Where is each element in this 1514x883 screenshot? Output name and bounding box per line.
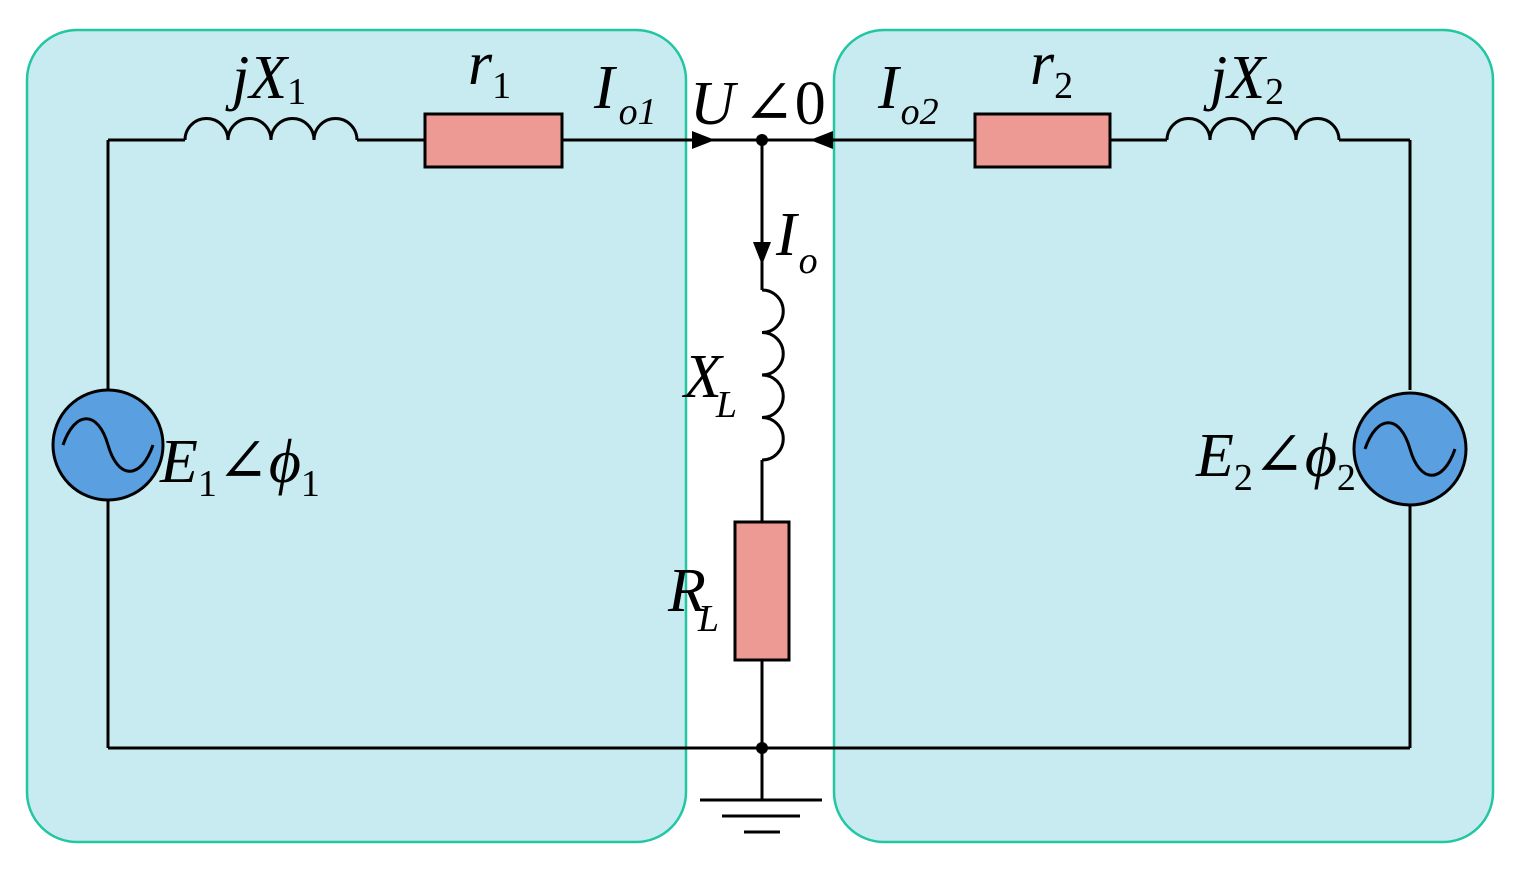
arrow-io2-icon xyxy=(810,131,833,149)
label-io2: Io2 xyxy=(877,54,939,133)
label-e1: E1∠ϕ1 xyxy=(159,428,320,505)
ground-icon xyxy=(700,798,822,834)
node-bottom xyxy=(756,742,768,754)
label-r2: r2 xyxy=(1030,30,1073,107)
inductor-jx2-icon xyxy=(1165,117,1341,141)
left-source-panel xyxy=(25,28,688,844)
label-e2: E2∠ϕ2 xyxy=(1195,422,1356,499)
label-jx2: jX2 xyxy=(1203,44,1284,113)
right-loop-wires xyxy=(762,138,1412,750)
inductor-jx1-icon xyxy=(183,117,359,141)
label-jx1: jX1 xyxy=(225,44,306,113)
label-rl: RL xyxy=(667,557,719,640)
resistor-rl-icon xyxy=(733,520,791,662)
resistor-r2-icon xyxy=(973,112,1112,169)
arrow-io-icon xyxy=(753,242,771,265)
label-xl: XL xyxy=(681,343,737,426)
left-loop-wires xyxy=(106,138,762,750)
resistor-r1-icon xyxy=(423,112,564,169)
label-r1: r1 xyxy=(468,30,511,107)
ac-source-e2-icon xyxy=(1352,391,1468,507)
node-top xyxy=(756,134,768,146)
ac-source-e1-icon xyxy=(51,388,165,502)
label-u-node: U∠0 xyxy=(690,70,826,138)
arrow-io1-icon xyxy=(692,131,715,149)
inductor-xl-icon xyxy=(761,288,785,462)
right-source-panel xyxy=(832,28,1495,844)
label-io: Io xyxy=(775,201,818,282)
